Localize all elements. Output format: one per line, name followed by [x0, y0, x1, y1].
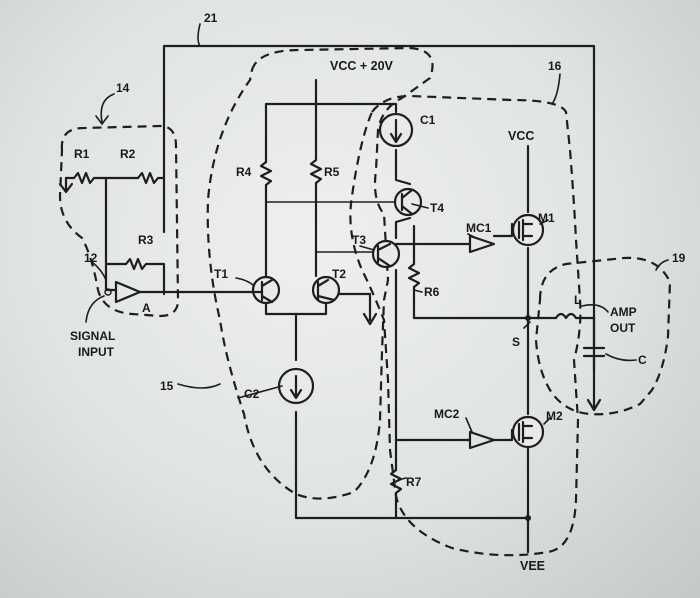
- label-signal-line1: SIGNAL: [70, 329, 115, 343]
- r3-resistor: [124, 257, 166, 296]
- r5-resistor: [309, 158, 323, 185]
- c2-to-bottom-wire: [294, 410, 530, 520]
- label-m2: M2: [546, 409, 563, 423]
- feedback-wire: [162, 44, 596, 410]
- signal-input-terminal: [104, 288, 112, 296]
- label-t2: T2: [332, 267, 346, 281]
- ref-21: 21: [204, 11, 218, 25]
- label-r6: R6: [424, 285, 440, 299]
- driver-mc2: [468, 430, 496, 450]
- label-r2: R2: [120, 147, 136, 161]
- current-source-c2-arrow: [289, 374, 303, 400]
- transistor-t1: [244, 275, 281, 305]
- region-19-outline: [534, 256, 672, 416]
- mc1-wire: [394, 222, 514, 246]
- label-vee: VEE: [520, 559, 545, 573]
- ground-arrow: [362, 312, 378, 326]
- ref-15: 15: [160, 379, 174, 393]
- ref-14-arrow: [95, 115, 109, 126]
- current-source-c1-arrow: [389, 118, 403, 144]
- label-l: L: [574, 293, 581, 307]
- label-mc1: MC1: [466, 221, 492, 235]
- label-c: C: [638, 353, 647, 367]
- label-a: A: [142, 301, 151, 315]
- ref-16: 16: [548, 59, 562, 73]
- label-leaders: [235, 203, 609, 481]
- label-c1: C1: [420, 113, 436, 127]
- transistor-t4: [393, 187, 423, 217]
- buffer-a: [114, 280, 142, 304]
- label-r4: R4: [236, 165, 252, 179]
- output-node-wire: [412, 285, 558, 320]
- c-leader: [605, 353, 637, 362]
- label-amp-line1: AMP: [610, 305, 637, 319]
- ref-14: 14: [116, 81, 130, 95]
- ref-12: 12: [84, 251, 98, 265]
- c1-t4-wire: [394, 148, 412, 186]
- r2-resistor: [136, 171, 166, 185]
- ref-19: 19: [672, 251, 686, 265]
- transistor-t3: [371, 239, 401, 269]
- inductor-l: [554, 312, 596, 320]
- mc2-wire: [394, 428, 514, 442]
- amp-out-arrow: [586, 398, 602, 412]
- mosfet-m1: [511, 213, 545, 247]
- driver-mc1: [468, 234, 496, 254]
- region-16-outline: [349, 94, 582, 557]
- label-s: S: [512, 335, 520, 349]
- tail-wire: [264, 302, 328, 362]
- ref-leaders: [91, 23, 669, 389]
- label-t4: T4: [430, 201, 444, 215]
- label-r5: R5: [324, 165, 340, 179]
- junction-s: [525, 315, 531, 321]
- r6-resistor: [407, 262, 421, 289]
- r3-feedback-wire: [104, 176, 128, 292]
- label-amp-line2: OUT: [610, 321, 636, 335]
- r7-resistor: [389, 468, 403, 495]
- signal-input-leader: [85, 295, 105, 323]
- junction-bottom: [525, 515, 531, 521]
- r1-resistor: [72, 171, 96, 185]
- transistor-t2: [311, 275, 341, 305]
- label-t3: T3: [352, 233, 366, 247]
- r4-resistor: [259, 160, 273, 187]
- label-mc2: MC2: [434, 407, 460, 421]
- label-c2: C2: [244, 387, 260, 401]
- capacitor-c: [582, 316, 606, 372]
- label-signal-line2: INPUT: [78, 345, 115, 359]
- label-t1: T1: [214, 267, 228, 281]
- label-m1: M1: [538, 211, 555, 225]
- label-r3: R3: [138, 233, 154, 247]
- region-15-outline: [206, 46, 434, 500]
- vcc20-rail: [264, 78, 398, 114]
- region-14-outline: [58, 124, 180, 318]
- label-r1: R1: [74, 147, 90, 161]
- label-vcc: VCC: [508, 129, 534, 143]
- label-vcc20: VCC + 20V: [330, 59, 394, 73]
- t2-collector-wire: [336, 292, 372, 322]
- t4-emitter-wire: [394, 216, 412, 240]
- label-r7: R7: [406, 475, 422, 489]
- input-ground-arrow: [58, 182, 74, 194]
- mosfet-m2: [511, 415, 545, 449]
